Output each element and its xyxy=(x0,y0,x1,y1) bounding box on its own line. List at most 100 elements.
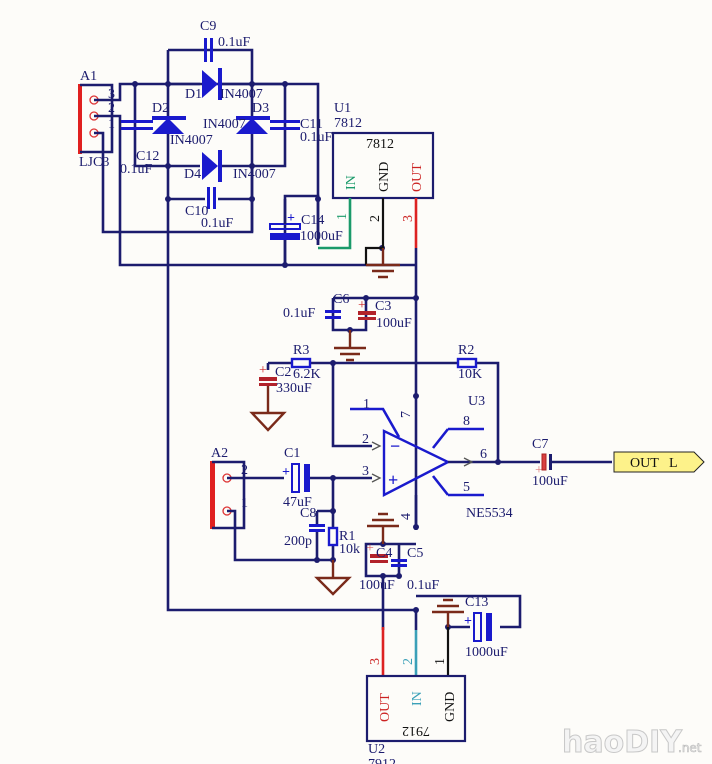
cap-c9: C9 0.1uF xyxy=(200,19,251,62)
u2-body xyxy=(365,674,467,743)
u2-pin-num-2: 2 xyxy=(401,658,416,665)
connector-a1-body xyxy=(78,84,82,154)
c3-value: 100uF xyxy=(376,316,412,331)
cap-c11: C11 0.1uF xyxy=(270,117,333,145)
a1-pin3: 3 xyxy=(108,87,115,102)
ground-c6c3 xyxy=(334,330,366,362)
connector-a2-body xyxy=(210,461,215,529)
diode-d2: D2 IN4007 xyxy=(152,101,213,148)
c13-value: 1000uF xyxy=(465,645,508,660)
resistor-r2: R2 10K xyxy=(456,343,482,382)
u2-pin-out: OUT xyxy=(378,693,393,722)
regulator-u2: OUT IN GND 7912 3 2 1 U2 7912 xyxy=(365,658,467,764)
u1-pin-gnd: GND xyxy=(377,162,392,192)
c5-ref: C5 xyxy=(407,546,423,561)
resistor-r1: R1 10k xyxy=(327,526,360,557)
a2-ref: A2 xyxy=(211,446,228,461)
c14-value: 1000uF xyxy=(300,229,343,244)
r2-ref: R2 xyxy=(458,343,474,358)
d4-ref: D4 xyxy=(184,167,201,182)
d2-ref: D2 xyxy=(152,101,169,116)
c2-ref: C2 xyxy=(275,365,291,380)
watermark: haoDIY .net xyxy=(562,725,703,761)
c4-plus: + xyxy=(366,541,374,556)
a1-ref: A1 xyxy=(80,69,97,84)
r1-value: 10k xyxy=(339,542,360,557)
cap-c6: C6 0.1uF xyxy=(283,292,349,321)
c1-ref: C1 xyxy=(284,446,300,461)
u3-pin1: 1 xyxy=(363,397,370,412)
cap-c7: + C7 100uF xyxy=(532,437,568,489)
diode-d4: D4 IN4007 xyxy=(168,150,276,182)
c1-plus: + xyxy=(282,465,290,480)
u1-ref: U1 xyxy=(334,101,351,116)
a1-type: LJC3 xyxy=(79,155,109,170)
c14-ref: C14 xyxy=(301,213,324,228)
ground-r1 xyxy=(314,560,352,596)
u1-pin-in: IN xyxy=(344,175,359,190)
r1-ref: R1 xyxy=(339,529,355,544)
c3-ref: C3 xyxy=(375,299,391,314)
watermark-suffix: .net xyxy=(678,741,702,755)
c10-ref: C10 xyxy=(185,204,208,219)
u3-pin3: 3 xyxy=(362,464,369,479)
a2-pin1: 1 xyxy=(241,496,248,511)
a1-pin2: 2 xyxy=(108,101,115,116)
resistor-r3: R3 6.2K xyxy=(290,343,321,382)
opamp-body xyxy=(382,429,451,497)
d1-value: IN4007 xyxy=(220,87,263,102)
u2-pin-in: IN xyxy=(410,691,425,706)
u2-ref: U2 xyxy=(368,742,385,757)
c13-ref: C13 xyxy=(465,595,488,610)
cap-c1: + C1 47uF xyxy=(282,446,312,510)
c4-value: 100uF xyxy=(359,578,395,593)
c12-value: 0.1uF xyxy=(120,162,153,177)
d2-value: IN4007 xyxy=(170,133,213,148)
ground-c4c5 xyxy=(367,512,399,544)
c7-plus: + xyxy=(535,463,543,478)
u1-pin-num-2: 2 xyxy=(368,215,383,222)
c7-ref: C7 xyxy=(532,437,548,452)
u2-part: 7912 xyxy=(368,757,396,764)
c5-value: 0.1uF xyxy=(407,578,440,593)
c11-ref: C11 xyxy=(300,117,323,132)
cap-c13: + C13 1000uF xyxy=(464,595,508,660)
u3-pin8: 8 xyxy=(463,414,470,429)
c8-ref: C8 xyxy=(300,506,316,521)
cap-c12: C12 0.1uF xyxy=(120,120,159,177)
u3-ref: U3 xyxy=(468,394,485,409)
u2-pin-gnd: GND xyxy=(443,692,458,722)
d3-ref: D3 xyxy=(252,101,269,116)
c6-value: 0.1uF xyxy=(283,306,316,321)
c1-value: 47uF xyxy=(283,495,312,510)
d4-value: IN4007 xyxy=(233,167,276,182)
a2-pin2: 2 xyxy=(241,463,248,478)
u2-pin-num-3: 3 xyxy=(368,658,383,665)
c7-value: 100uF xyxy=(532,474,568,489)
c2-value: 330uF xyxy=(276,381,312,396)
watermark-text: haoDIY xyxy=(562,725,683,760)
u1-part: 7812 xyxy=(334,116,362,131)
cap-c4: + C4 100uF xyxy=(359,541,395,593)
u3-pin7: 7 xyxy=(399,411,414,418)
u3-pin6: 6 xyxy=(480,447,487,462)
c9-ref: C9 xyxy=(200,19,216,34)
c8-value: 200p xyxy=(284,534,312,549)
opamp-u3: − + U3 NE5534 1 2 3 4 5 6 7 8 xyxy=(331,363,513,530)
u3-pin5: 5 xyxy=(463,480,470,495)
d1-ref: D1 xyxy=(185,87,202,102)
a1-pin1: 1 xyxy=(108,117,115,132)
cap-c2: + C2 330uF xyxy=(259,363,312,396)
u1-pin-num-1: 1 xyxy=(335,213,350,220)
d3-value: IN4007 xyxy=(203,117,246,132)
r2-value: 10K xyxy=(458,367,482,382)
c3-plus: + xyxy=(358,298,366,313)
output-port-out-l[interactable]: OUT L xyxy=(613,451,705,473)
u3-pin2: 2 xyxy=(362,432,369,447)
ground-c2 xyxy=(249,386,287,432)
cap-c8: C8 200p xyxy=(284,506,325,549)
diode-d3: D3 IN4007 xyxy=(203,101,270,134)
u3-pin4: 4 xyxy=(399,513,414,520)
opamp-noninv-sign: + xyxy=(388,470,398,490)
